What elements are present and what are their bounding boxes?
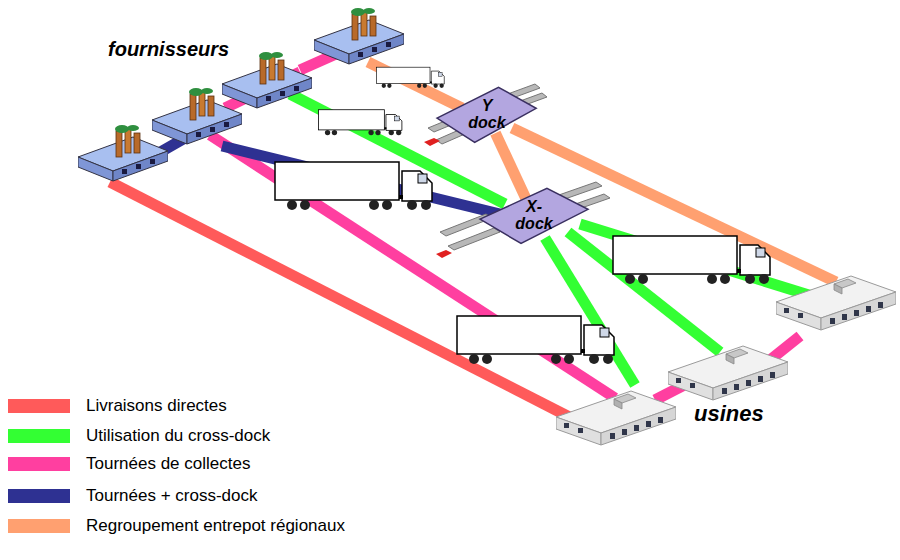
legend-swatch xyxy=(8,429,70,443)
dock-label: X- dock xyxy=(508,199,560,233)
legend-text: Tournées de collectes xyxy=(86,454,250,474)
flow-bands xyxy=(110,50,836,425)
legend-row: Tournées + cross-dock xyxy=(8,485,258,507)
truck xyxy=(613,236,770,284)
legend-swatch xyxy=(8,519,70,533)
legend-swatch xyxy=(8,399,70,413)
legend-swatch xyxy=(8,489,70,503)
trucks xyxy=(275,67,770,364)
legend-swatch xyxy=(8,457,70,471)
truck xyxy=(275,162,432,210)
legend-text: Regroupement entrepot régionaux xyxy=(86,516,345,536)
dock-label: Y dock xyxy=(461,98,513,132)
truck xyxy=(319,110,402,135)
legend-row: Livraisons directes xyxy=(8,395,227,417)
legend-text: Tournées + cross-dock xyxy=(86,486,258,506)
legend-text: Utilisation du cross-dock xyxy=(86,426,270,446)
supplier-factory xyxy=(314,8,404,64)
pickup-band xyxy=(770,336,800,360)
supplier-factory xyxy=(222,52,312,108)
legend-text: Livraisons directes xyxy=(86,396,227,416)
suppliers xyxy=(78,8,404,181)
group-label: fournisseurs xyxy=(108,38,229,61)
cross-dock-box: X- dock xyxy=(480,183,588,249)
legend-row: Utilisation du cross-dock xyxy=(8,425,270,447)
legend-row: Tournées de collectes xyxy=(8,453,250,475)
truck xyxy=(457,316,614,364)
regional-band xyxy=(495,133,525,198)
plant-building xyxy=(776,276,896,330)
supplier-factory xyxy=(78,125,168,181)
cross-dock-box: Y dock xyxy=(437,82,536,148)
group-label: usines xyxy=(694,401,764,427)
plant-building xyxy=(556,391,676,445)
truck xyxy=(376,67,444,88)
pickup-band xyxy=(210,135,615,398)
dock-arms xyxy=(428,84,610,250)
legend-row: Regroupement entrepot régionaux xyxy=(8,515,345,537)
plant-building xyxy=(668,346,788,400)
regional-band xyxy=(368,62,462,108)
